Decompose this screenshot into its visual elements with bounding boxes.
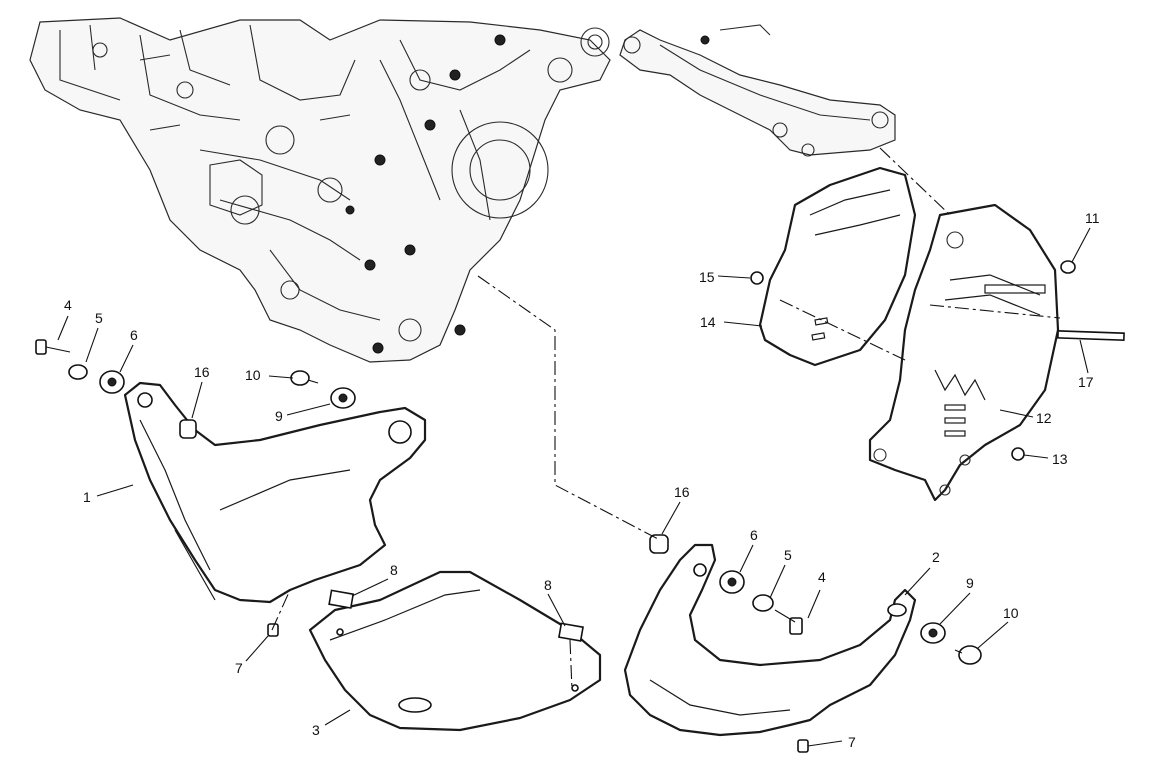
callout-leaders [57,227,1091,747]
callout-4-left: 4 [64,297,72,313]
nut-15 [750,271,764,285]
callout-11: 11 [1085,210,1100,226]
callout-9-right: 9 [966,575,974,591]
callout-5-right: 5 [784,547,792,563]
callout-3: 3 [312,722,320,738]
fairing-part-2 [623,543,917,737]
bush-16-left [179,419,197,439]
callout-8-left: 8 [390,562,398,578]
mounting-bracket [619,24,896,157]
callout-7-right: 7 [848,734,856,750]
hardware-right [558,260,1125,753]
callout-7-left: 7 [235,660,243,676]
callout-10-left: 10 [245,367,261,383]
washer-5-right [752,594,774,612]
callout-1: 1 [83,489,91,505]
callout-2: 2 [932,549,940,565]
callout-16-left: 16 [194,364,210,380]
callout-4-right: 4 [818,569,826,585]
callout-13: 13 [1052,451,1068,467]
screw-10-right [958,645,982,665]
skid-plate-part-3 [308,570,602,732]
callout-16-right: 16 [674,484,690,500]
heat-shield-12 [868,203,1060,502]
fairing-part-1 [123,381,427,604]
clip-8-left [328,589,355,609]
heat-shield-14 [758,166,917,367]
bolt-4-left [35,339,47,355]
bolt-4-right [789,617,803,635]
rod-17 [1057,330,1125,342]
bush-16-right [649,534,669,554]
callout-12: 12 [1036,410,1052,426]
callout-5-left: 5 [95,310,103,326]
callout-15: 15 [699,269,715,285]
screw-13 [1011,447,1025,461]
assembly-lines [271,147,1061,691]
screw-11 [1060,260,1076,274]
callout-labels: 1 2 3 4 4 5 5 6 6 7 7 8 8 9 9 10 10 11 1… [64,210,1100,750]
engine-assembly [29,17,611,363]
washer-5-left [68,364,88,380]
clip-8-right [558,622,584,642]
callout-14: 14 [700,314,716,330]
screw-7-right [797,739,809,753]
callout-8-right: 8 [544,577,552,593]
callout-9-left: 9 [275,408,283,424]
callout-10-right: 10 [1003,605,1019,621]
callout-6-right: 6 [750,527,758,543]
callout-6-left: 6 [130,327,138,343]
screw-10-left [290,370,310,386]
screw-7-left [267,623,279,637]
callout-17: 17 [1078,374,1094,390]
